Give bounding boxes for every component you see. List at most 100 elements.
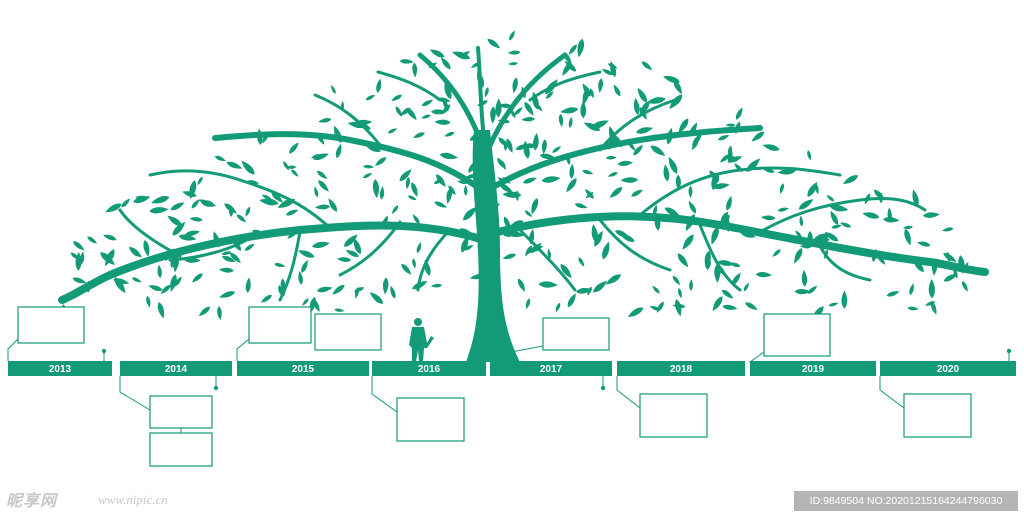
text-box: [396, 397, 465, 442]
leaf-icon: [798, 199, 814, 210]
timeline-year-2018: 2018: [616, 361, 745, 438]
leaf-icon: [727, 156, 743, 163]
leaf-icon: [433, 178, 444, 185]
tree-branch: [476, 46, 486, 142]
timeline-year-2016: 2016: [371, 361, 486, 442]
leaf-icon: [421, 99, 434, 107]
timeline-year-2017: 2017: [489, 317, 612, 376]
leaf-icon: [636, 127, 654, 134]
leaf-icon: [826, 195, 835, 202]
leaf-icon: [729, 262, 741, 268]
leaf-icon: [725, 123, 736, 127]
leaf-icon: [732, 272, 741, 286]
leaf-icon: [529, 242, 542, 254]
leaf-icon: [218, 267, 234, 273]
tree-branch: [485, 52, 568, 153]
leaf-icon: [197, 176, 203, 186]
leaf-icon: [298, 250, 315, 258]
leaf-icon: [434, 119, 451, 125]
leaf-icon: [862, 212, 880, 219]
leaf-icon: [688, 185, 693, 198]
leaf-icon: [421, 114, 431, 119]
leaf-icon: [314, 186, 319, 198]
leaf-icon: [594, 230, 603, 247]
leaf-icon: [484, 87, 489, 98]
leaf-icon: [262, 133, 269, 144]
leaf-icon: [507, 231, 525, 238]
leaf-icon: [613, 84, 621, 97]
timeline-bar-segment: [8, 361, 112, 376]
leaf-icon: [440, 57, 451, 70]
leaf-icon: [688, 200, 697, 214]
leaf-icon: [441, 104, 451, 115]
leaf-icon: [334, 308, 345, 312]
leaf-icon: [391, 205, 399, 214]
leaf-icon: [593, 280, 608, 293]
leaf-icon: [689, 122, 698, 136]
leaf-icon: [192, 273, 203, 283]
leaf-icon: [452, 51, 471, 60]
leaf-icon: [828, 302, 839, 307]
leaf-icon: [746, 158, 761, 172]
leaf-icon: [650, 145, 666, 156]
leaf-icon: [652, 204, 658, 217]
leaf-icon: [148, 285, 163, 291]
leaf-icon: [913, 258, 924, 272]
leaf-icon: [170, 274, 177, 292]
pin-dot: [1006, 348, 1012, 354]
leaf-icon: [547, 248, 552, 259]
leaf-icon: [283, 161, 289, 171]
leaf-icon: [390, 285, 396, 299]
leaf-icon: [523, 140, 530, 159]
leaf-icon: [620, 177, 638, 183]
leaf-icon: [261, 194, 272, 201]
leaf-icon: [316, 170, 328, 179]
leaf-icon: [577, 38, 585, 58]
leaf-icon: [424, 259, 431, 276]
leaf-icon: [598, 78, 604, 93]
leaf-icon: [151, 196, 170, 204]
connector-line: [749, 351, 765, 363]
leaf-icon: [633, 144, 643, 156]
leaf-icon: [904, 228, 911, 246]
tree-branch: [485, 125, 763, 193]
leaf-icon: [942, 227, 954, 232]
watermark-site-name: 昵享网: [6, 493, 58, 510]
leaf-icon: [391, 94, 402, 101]
leaf-icon: [399, 59, 414, 64]
leaf-icon: [287, 229, 298, 239]
leaf-icon: [464, 184, 468, 196]
pin-dot: [101, 348, 107, 354]
leaf-icon: [777, 168, 796, 175]
connector-line: [119, 376, 151, 411]
leaf-icon: [922, 212, 940, 218]
leaf-icon: [722, 304, 738, 310]
leaf-icon: [751, 131, 765, 142]
leaf-icon: [877, 254, 886, 265]
leaf-icon: [315, 204, 331, 210]
leaf-icon: [677, 253, 689, 268]
leaf-icon: [274, 263, 286, 268]
leaf-icon: [953, 268, 958, 279]
text-box: [17, 306, 85, 344]
leaf-icon: [641, 61, 653, 71]
pin-dot: [213, 385, 219, 391]
leaf-icon: [555, 302, 561, 313]
leaf-icon: [578, 257, 585, 267]
leaf-icon: [336, 257, 352, 262]
leaf-icon: [485, 203, 501, 213]
leaf-icon: [663, 76, 680, 83]
leaf-icon: [121, 198, 131, 208]
leaf-icon: [762, 144, 780, 151]
leaf-icon: [318, 117, 332, 123]
leaf-icon: [259, 198, 279, 206]
leaf-icon: [261, 294, 272, 303]
leaf-icon: [317, 133, 325, 145]
leaf-icon: [546, 91, 554, 99]
tree-branch: [148, 169, 332, 230]
text-box: [763, 313, 831, 357]
tree-branch: [212, 131, 485, 193]
leaf-icon: [666, 127, 673, 145]
